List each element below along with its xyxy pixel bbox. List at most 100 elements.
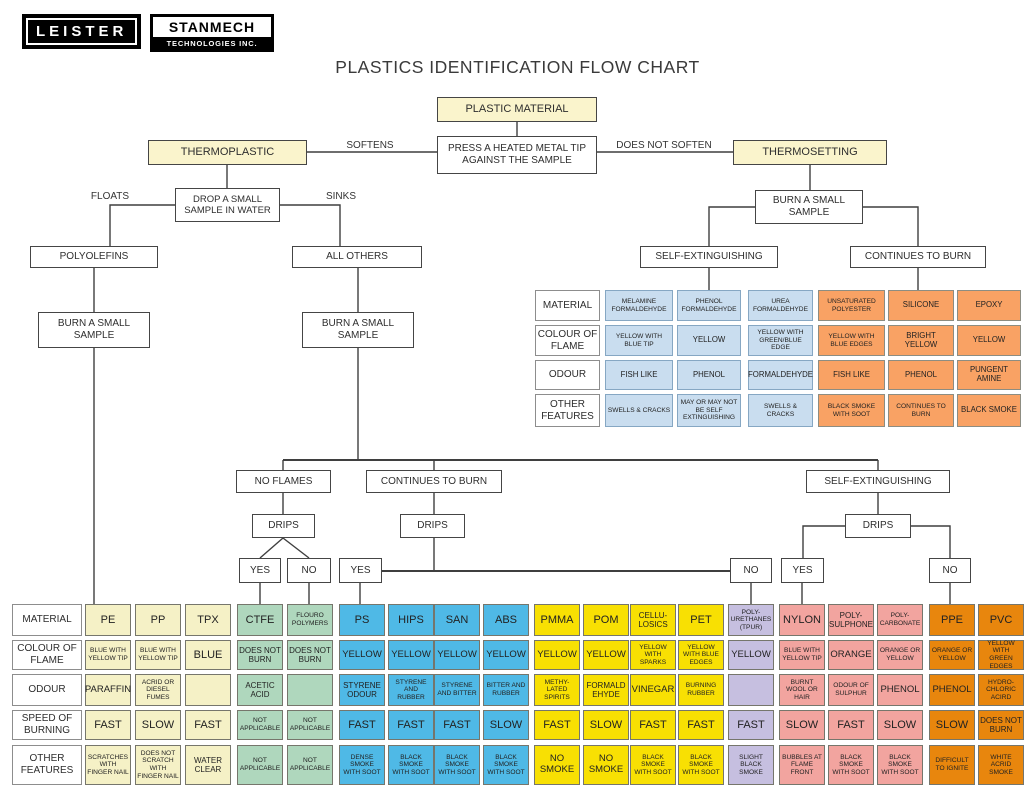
plastics-column-header-ps: PS xyxy=(339,604,385,636)
thermoset-row-header-odour: ODOUR xyxy=(535,360,600,390)
plastics-cell-pp-other-features: DOES NOT SCRATCH WITH FINGER NAIL xyxy=(135,745,181,785)
plastics-cell-cellu-losics-colour-of-flame: YELLOW WITH SPARKS xyxy=(630,640,676,670)
plastics-cell-ps-speed-of-burning: FAST xyxy=(339,710,385,740)
plastics-cell-poly-urethanes-tpur-odour xyxy=(728,674,774,706)
stanmech-logo: STANMECH TECHNOLOGIES INC. xyxy=(150,14,274,52)
stanmech-logo-subtext: TECHNOLOGIES INC. xyxy=(166,39,258,48)
plastics-column-header-poly-sulphone: POLY-SULPHONE xyxy=(828,604,874,636)
thermoset-cell-urea-formaldehyde-odour: FORMALDEHYDE xyxy=(748,360,813,390)
plastics-cell-abs-other-features: BLACK SMOKE WITH SOOT xyxy=(483,745,529,785)
plastics-cell-ps-other-features: DENSE SMOKE WITH SOOT xyxy=(339,745,385,785)
flow-box-burn-sample-mid: BURN A SMALL SAMPLE xyxy=(302,312,414,348)
plastics-cell-pvc-colour-of-flame: YELLOW WITH GREEN EDGES xyxy=(978,640,1024,670)
plastics-column-header-pet: PET xyxy=(678,604,724,636)
plastics-cell-cellu-losics-other-features: BLACK SMOKE WITH SOOT xyxy=(630,745,676,785)
plastics-row-header-material: MATERIAL xyxy=(12,604,82,636)
plastics-cell-pvc-speed-of-burning: DOES NOT BURN xyxy=(978,710,1024,740)
flow-box-thermosetting: THERMOSETTING xyxy=(733,140,887,165)
plastics-column-header-ctfe: CTFE xyxy=(237,604,283,636)
thermoset-column-header-silicone: SILICONE xyxy=(888,290,954,321)
flow-box-drips-1: DRIPS xyxy=(252,514,315,538)
plastics-cell-ps-odour: STYRENE ODOUR xyxy=(339,674,385,706)
thermoset-cell-phenol-formaldehyde-other-features: MAY OR MAY NOT BE SELF EXTINGUISHING xyxy=(677,394,741,427)
plastics-column-header-pvc: PVC xyxy=(978,604,1024,636)
flow-box-all-others: ALL OTHERS xyxy=(292,246,422,268)
plastics-cell-cellu-losics-odour: VINEGAR xyxy=(630,674,676,706)
flow-box-continues-to-burn-thermoset: CONTINUES TO BURN xyxy=(850,246,986,268)
plastics-cell-pvc-other-features: WHITE ACRID SMOKE xyxy=(978,745,1024,785)
thermoset-cell-melamine-formaldehyde-other-features: SWELLS & CRACKS xyxy=(605,394,673,427)
plastics-cell-pmma-other-features: NO SMOKE xyxy=(534,745,580,785)
flow-box-drips-3: DRIPS xyxy=(845,514,911,538)
plastics-cell-ctfe-other-features: NOT APPLICABLE xyxy=(237,745,283,785)
plastics-cell-pom-speed-of-burning: SLOW xyxy=(583,710,629,740)
plastics-cell-san-other-features: BLACK SMOKE WITH SOOT xyxy=(434,745,480,785)
thermoset-cell-unsaturated-polyester-colour-of-flame: YELLOW WITH BLUE EDGES xyxy=(818,325,885,356)
plastics-cell-pmma-colour-of-flame: YELLOW xyxy=(534,640,580,670)
flow-box-no-flames: NO FLAMES xyxy=(236,470,331,493)
plastics-cell-pet-colour-of-flame: YELLOW WITH BLUE EDGES xyxy=(678,640,724,670)
plastics-cell-san-odour: STYRENE AND BITTER xyxy=(434,674,480,706)
plastics-cell-nylon-colour-of-flame: BLUE WITH YELLOW TIP xyxy=(779,640,825,670)
plastics-row-header-other-features: OTHER FEATURES xyxy=(12,745,82,785)
plastics-cell-flouro-polymers-colour-of-flame: DOES NOT BURN xyxy=(287,640,333,670)
plastics-cell-cellu-losics-speed-of-burning: FAST xyxy=(630,710,676,740)
plastics-cell-poly-sulphone-colour-of-flame: ORANGE xyxy=(828,640,874,670)
plastics-cell-ctfe-odour: ACETIC ACID xyxy=(237,674,283,706)
plastics-cell-pmma-speed-of-burning: FAST xyxy=(534,710,580,740)
edge-label-sinks: SINKS xyxy=(325,191,356,202)
plastics-cell-pom-colour-of-flame: YELLOW xyxy=(583,640,629,670)
flow-box-continues-to-burn-mid: CONTINUES TO BURN xyxy=(366,470,502,493)
plastics-column-header-cellu-losics: CELLU-LOSICS xyxy=(630,604,676,636)
plastics-cell-hips-odour: STYRENE AND RUBBER xyxy=(388,674,434,706)
plastics-column-header-pe: PE xyxy=(85,604,131,636)
flow-box-self-extinguishing-mid: SELF-EXTINGUISHING xyxy=(806,470,950,493)
plastics-column-header-poly-carbonate: POLY-CARBONATE xyxy=(877,604,923,636)
plastics-cell-san-colour-of-flame: YELLOW xyxy=(434,640,480,670)
flow-box-press-heated-metal-tip: PRESS A HEATED METAL TIP AGAINST THE SAM… xyxy=(437,136,597,174)
thermoset-cell-silicone-other-features: CONTINUES TO BURN xyxy=(888,394,954,427)
thermoset-column-header-phenol-formaldehyde: PHENOL FORMALDEHYDE xyxy=(677,290,741,321)
plastics-column-header-hips: HIPS xyxy=(388,604,434,636)
plastics-column-header-tpx: TPX xyxy=(185,604,231,636)
plastics-cell-pe-colour-of-flame: BLUE WITH YELLOW TIP xyxy=(85,640,131,670)
thermoset-cell-melamine-formaldehyde-odour: FISH LIKE xyxy=(605,360,673,390)
plastics-cell-tpx-other-features: WATER CLEAR xyxy=(185,745,231,785)
plastics-cell-pe-odour: PARAFFIN xyxy=(85,674,131,706)
plastics-cell-tpx-speed-of-burning: FAST xyxy=(185,710,231,740)
page-title: PLASTICS IDENTIFICATION FLOW CHART xyxy=(335,57,700,77)
plastics-cell-hips-speed-of-burning: FAST xyxy=(388,710,434,740)
plastics-row-header-colour-of-flame: COLOUR OF FLAME xyxy=(12,640,82,670)
plastics-cell-pp-speed-of-burning: SLOW xyxy=(135,710,181,740)
plastics-cell-ppe-other-features: DIFFICULT TO IGNITE xyxy=(929,745,975,785)
plastics-column-header-pom: POM xyxy=(583,604,629,636)
plastics-column-header-pmma: PMMA xyxy=(534,604,580,636)
plastics-cell-hips-colour-of-flame: YELLOW xyxy=(388,640,434,670)
leister-logo: LEISTER xyxy=(22,14,142,49)
flow-box-yes-3: YES xyxy=(781,558,824,583)
plastics-column-header-san: SAN xyxy=(434,604,480,636)
plastics-cell-poly-urethanes-tpur-colour-of-flame: YELLOW xyxy=(728,640,774,670)
flow-box-no-3: NO xyxy=(929,558,971,583)
plastics-cell-pom-odour: FORMALD EHYDE xyxy=(583,674,629,706)
thermoset-column-header-melamine-formaldehyde: MELAMINE FORMALDEHYDE xyxy=(605,290,673,321)
plastics-cell-poly-carbonate-odour: PHENOL xyxy=(877,674,923,706)
flow-box-thermoplastic: THERMOPLASTIC xyxy=(148,140,307,165)
plastics-cell-nylon-speed-of-burning: SLOW xyxy=(779,710,825,740)
thermoset-row-header-colour-of-flame: COLOUR OF FLAME xyxy=(535,325,600,356)
plastics-cell-pe-speed-of-burning: FAST xyxy=(85,710,131,740)
plastics-cell-pet-other-features: BLACK SMOKE WITH SOOT xyxy=(678,745,724,785)
plastics-cell-poly-urethanes-tpur-other-features: SLIGHT BLACK SMOKE xyxy=(728,745,774,785)
plastics-row-header-odour: ODOUR xyxy=(12,674,82,706)
plastics-cell-ppe-colour-of-flame: ORANGE OR YELLOW xyxy=(929,640,975,670)
plastics-cell-pet-odour: BURNING RUBBER xyxy=(678,674,724,706)
thermoset-row-header-material: MATERIAL xyxy=(535,290,600,321)
plastics-cell-flouro-polymers-other-features: NOT APPLICABLE xyxy=(287,745,333,785)
plastics-cell-ppe-speed-of-burning: SLOW xyxy=(929,710,975,740)
plastics-column-header-nylon: NYLON xyxy=(779,604,825,636)
plastics-cell-abs-odour: BITTER AND RUBBER xyxy=(483,674,529,706)
thermoset-cell-epoxy-other-features: BLACK SMOKE xyxy=(957,394,1021,427)
plastics-cell-poly-sulphone-speed-of-burning: FAST xyxy=(828,710,874,740)
